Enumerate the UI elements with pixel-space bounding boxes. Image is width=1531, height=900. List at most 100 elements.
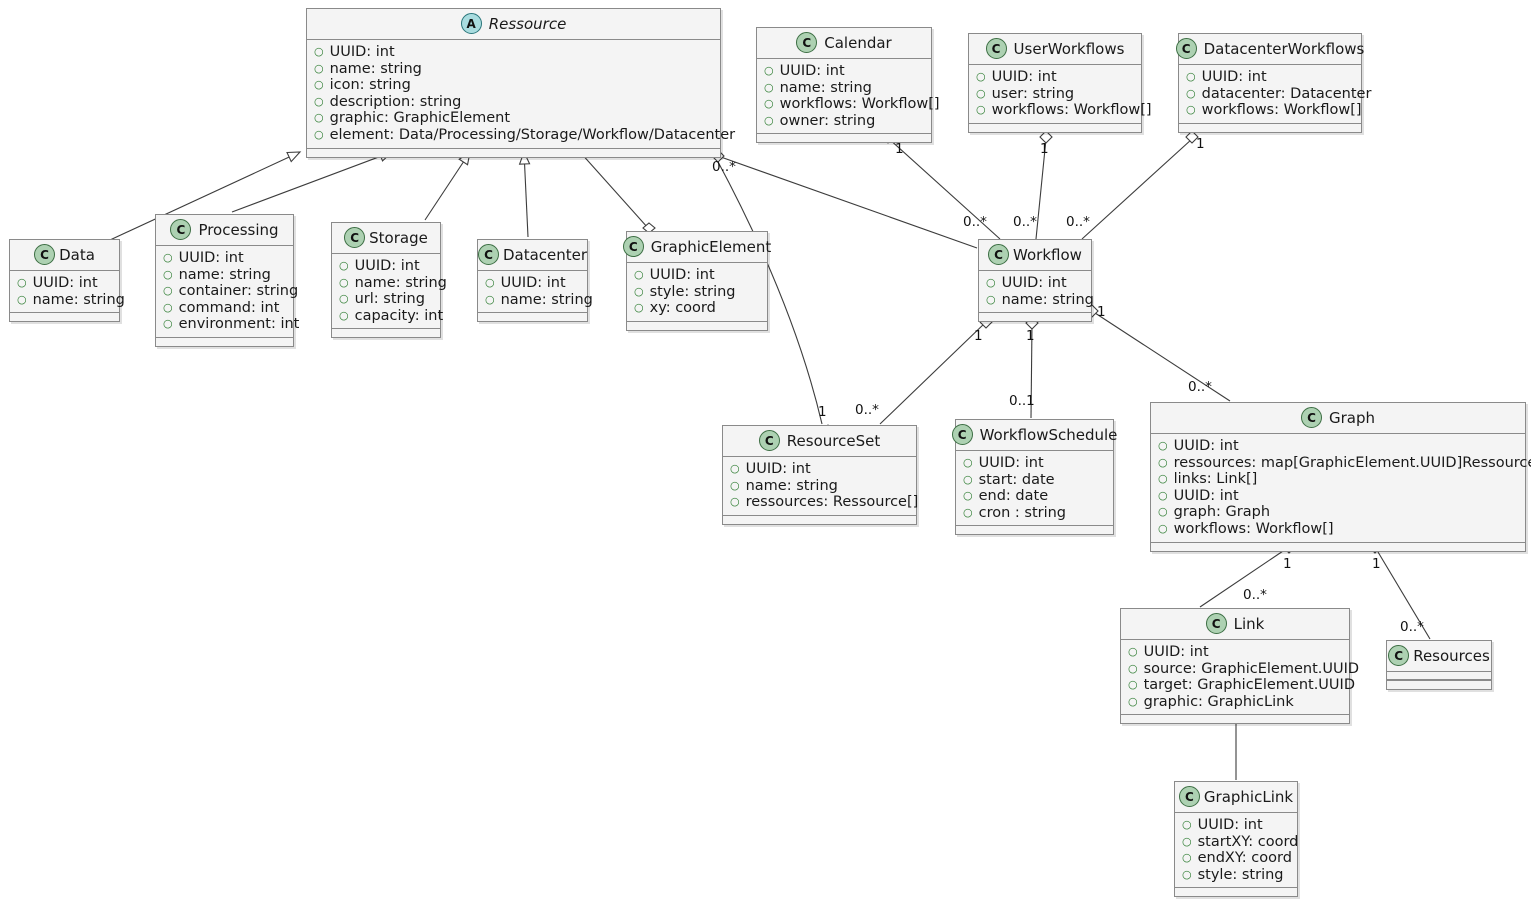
class-attribute: ○ xy: coord: [634, 300, 760, 317]
attribute-label: url: string: [354, 291, 425, 308]
class-title-datacenter: Datacenter: [502, 245, 588, 264]
class-attribute: ○environment: int: [163, 316, 299, 333]
class-attribute: ○end: date: [963, 488, 1106, 505]
attribute-label: startXY: coord: [1197, 833, 1299, 850]
class-title-resourceset: ResourceSet: [786, 431, 881, 450]
class-methods-graphicelement: [627, 320, 767, 330]
class-methods-graphiclink: [1175, 887, 1297, 897]
class-methods-ressource: [307, 147, 720, 157]
attribute-label: name: string: [500, 291, 593, 308]
class-attribute: ○UUID: int: [163, 250, 286, 267]
class-header-resourceset: C ResourceSet: [723, 426, 916, 457]
attribute-label: capacity: int: [354, 307, 444, 324]
class-attribute: ○start: date: [963, 472, 1106, 489]
multiplicity-label: 1: [1372, 556, 1381, 572]
class-attribute: ○name: string: [17, 292, 125, 309]
visibility-public-icon: ○: [314, 94, 324, 108]
class-attribute: ○user: string: [976, 86, 1134, 103]
visibility-public-icon: ○: [1182, 851, 1192, 865]
visibility-public-icon: ○: [339, 275, 349, 289]
visibility-public-icon: ○: [1128, 661, 1138, 675]
edge-workflow-resourceset: [879, 321, 987, 425]
attribute-label: ressources: map[GraphicElement.UUID]Ress…: [1173, 454, 1531, 471]
attribute-label: endXY: coord: [1197, 850, 1292, 867]
multiplicity-label: 0..*: [1400, 619, 1424, 635]
class-attribute: ○name: string: [339, 275, 447, 292]
class-attribute: ○ style: string: [1182, 867, 1290, 884]
class-title-workflow: Workflow: [1013, 245, 1082, 264]
class-attributes-resourceset: ○UUID: int○name: string○ressources: Ress…: [723, 457, 918, 515]
attribute-label: element: Data/Processing/Storage/Workflo…: [329, 126, 736, 143]
visibility-public-icon: ○: [634, 284, 644, 298]
multiplicity-label: 0..*: [963, 214, 987, 230]
class-attribute: ○ endXY: coord: [1182, 850, 1292, 867]
multiplicity-label: 1: [974, 328, 983, 344]
visibility-public-icon: ○: [963, 456, 973, 469]
class-title-data: Data: [59, 245, 95, 264]
visibility-public-icon: ○: [314, 45, 324, 58]
visibility-public-icon: ○: [1128, 694, 1138, 708]
visibility-public-icon: ○: [314, 61, 324, 75]
visibility-public-icon: ○: [730, 462, 740, 475]
visibility-public-icon: ○: [163, 251, 173, 264]
class-icon: C: [758, 430, 780, 451]
attribute-label: end: date: [978, 488, 1049, 505]
class-attribute: ○UUID: int: [976, 69, 1134, 86]
attribute-label: UUID: int: [500, 275, 566, 291]
class-attribute: ○capacity: int: [339, 308, 443, 325]
class-attribute: ○target: GraphicElement.UUID: [1128, 677, 1355, 694]
visibility-public-icon: ○: [1186, 70, 1196, 83]
class-attribute: ○UUID: int: [1128, 644, 1342, 661]
attribute-label: UUID: int: [1197, 817, 1263, 833]
attribute-label: UUID: int: [745, 461, 811, 477]
class-title-calendar: Calendar: [824, 33, 892, 52]
class-icon: C: [951, 424, 973, 445]
visibility-public-icon: ○: [485, 276, 495, 289]
class-attributes-workflow: ○UUID: int○name: string: [979, 271, 1094, 313]
class-methods-resources: [1387, 680, 1491, 689]
edge-storage-ressource: [424, 150, 471, 221]
class-attribute: ○style: string: [634, 284, 760, 301]
attribute-label: container: string: [178, 283, 299, 300]
multiplicity-label: 0..*: [1066, 214, 1090, 230]
attribute-label: user: string: [991, 85, 1075, 102]
class-icon: C: [1178, 786, 1200, 807]
class-attribute: ○workflows: Workflow[]: [976, 102, 1152, 119]
attribute-label: UUID: int: [1143, 644, 1209, 660]
visibility-public-icon: ○: [634, 301, 644, 315]
class-attribute: ○UUID: int: [1158, 438, 1518, 455]
attribute-label: xy: coord: [649, 300, 716, 317]
visibility-public-icon: ○: [764, 64, 774, 77]
visibility-public-icon: ○: [1158, 521, 1168, 535]
class-attribute: ○UUID: int: [986, 275, 1084, 292]
visibility-public-icon: ○: [764, 80, 774, 94]
class-attributes-datacenterworkflows: ○UUID: int○datacenter: Datacenter○workfl…: [1179, 65, 1371, 123]
visibility-public-icon: ○: [976, 70, 986, 83]
visibility-public-icon: ○: [1182, 867, 1192, 881]
class-attributes-data: ○UUID: int○name: string: [10, 271, 125, 313]
attribute-label: style: string: [1197, 866, 1284, 883]
class-attributes-storage: ○UUID: int○name: string○url: string○capa…: [332, 254, 447, 329]
